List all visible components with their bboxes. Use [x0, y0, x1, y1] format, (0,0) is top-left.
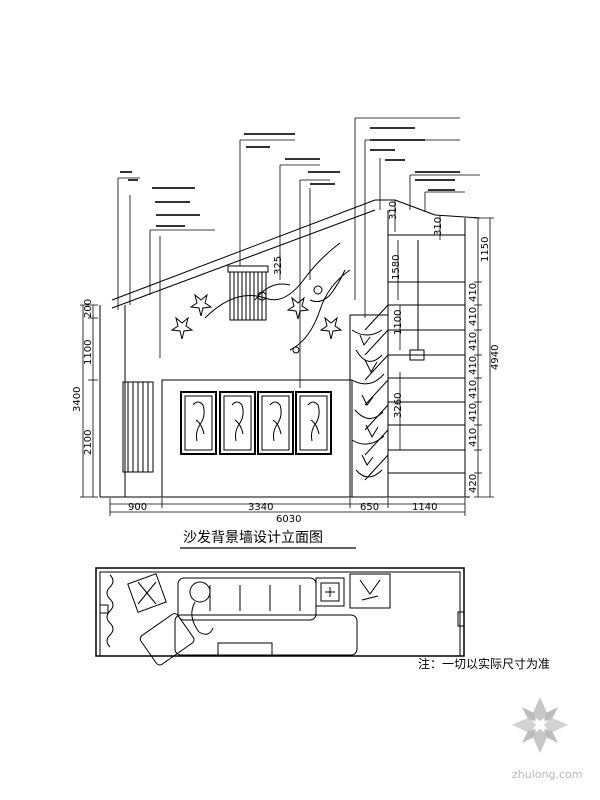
dim-bottom-650: 650	[360, 502, 379, 513]
carved-column	[349, 314, 389, 498]
dimension-labels: 900 3340 650 1140 6030 200 1100 2100 340…	[72, 201, 501, 525]
dim-bottom-1140: 1140	[412, 502, 437, 513]
dim-right-410-e: 410	[468, 380, 479, 399]
dim-bottom-3340: 3340	[248, 502, 273, 513]
watermark-logo-icon	[512, 697, 568, 753]
elevation-view	[80, 117, 494, 516]
dim-left-3400: 3400	[72, 387, 83, 412]
art-panels	[180, 391, 332, 455]
dim-left-2100: 2100	[83, 430, 94, 455]
vine-ornament	[170, 242, 351, 354]
dim-left-1100: 1100	[83, 340, 94, 365]
ceiling-lamp	[227, 265, 269, 321]
dim-inner-310-b: 310	[433, 217, 444, 236]
dim-inner-1580: 1580	[391, 255, 402, 280]
stair-shelf	[364, 210, 466, 497]
dim-right-1150: 1150	[480, 237, 491, 262]
dim-bottom-900: 900	[128, 502, 147, 513]
dim-right-410-d: 410	[468, 356, 479, 375]
dim-right-410-c: 410	[468, 332, 479, 351]
dim-left-200: 200	[83, 299, 94, 318]
note-text: 注：一切以实际尺寸为准	[418, 656, 550, 671]
dim-right-410-f: 410	[468, 403, 479, 422]
dim-right-410-b: 410	[468, 307, 479, 326]
dim-inner-1100: 1100	[393, 310, 404, 335]
watermark-text: zhulong.com	[512, 768, 582, 781]
dim-right-420: 420	[468, 474, 479, 493]
dim-bottom-total: 6030	[276, 514, 301, 525]
drawing-title: 沙发背景墙设计立面图	[183, 530, 323, 546]
dim-inner-325: 325	[273, 256, 284, 275]
dimension-lines	[80, 200, 494, 516]
annotation-leaders	[117, 117, 480, 388]
dim-inner-310-a: 310	[388, 201, 399, 220]
annotation-label-marks	[120, 127, 460, 227]
dim-inner-3260: 3260	[393, 393, 404, 418]
floor-plan-view	[95, 567, 465, 666]
dim-right-total: 4940	[490, 345, 501, 370]
dim-right-410-g: 410	[468, 428, 479, 447]
dim-right-410-a: 410	[468, 283, 479, 302]
